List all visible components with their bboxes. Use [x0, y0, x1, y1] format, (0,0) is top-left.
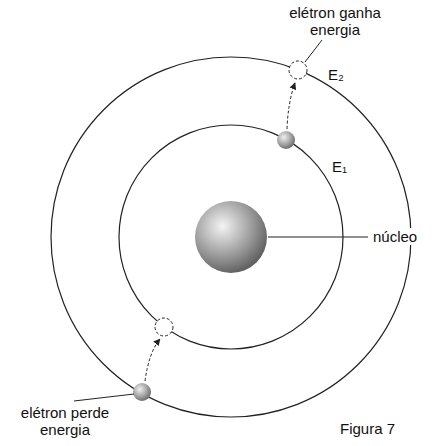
leader-line [74, 394, 134, 401]
electron [133, 383, 151, 401]
callout-label: elétron perde energia [8, 404, 122, 438]
leader-line [268, 237, 368, 238]
outer-orbit [51, 57, 411, 417]
energy-level: E₁ [330, 158, 349, 175]
electron-position [289, 61, 307, 79]
callout-label: núcleo [371, 228, 419, 245]
electron-position [155, 318, 173, 336]
transition-arrow [287, 83, 295, 129]
nucleus [195, 201, 267, 273]
electron [277, 131, 295, 149]
callout-label: elétron ganha energia [278, 4, 392, 38]
figure-caption: Figura 7 [338, 420, 397, 437]
leader-line [305, 40, 322, 62]
energy-level: E₂ [326, 66, 346, 83]
transition-arrow [145, 339, 160, 381]
